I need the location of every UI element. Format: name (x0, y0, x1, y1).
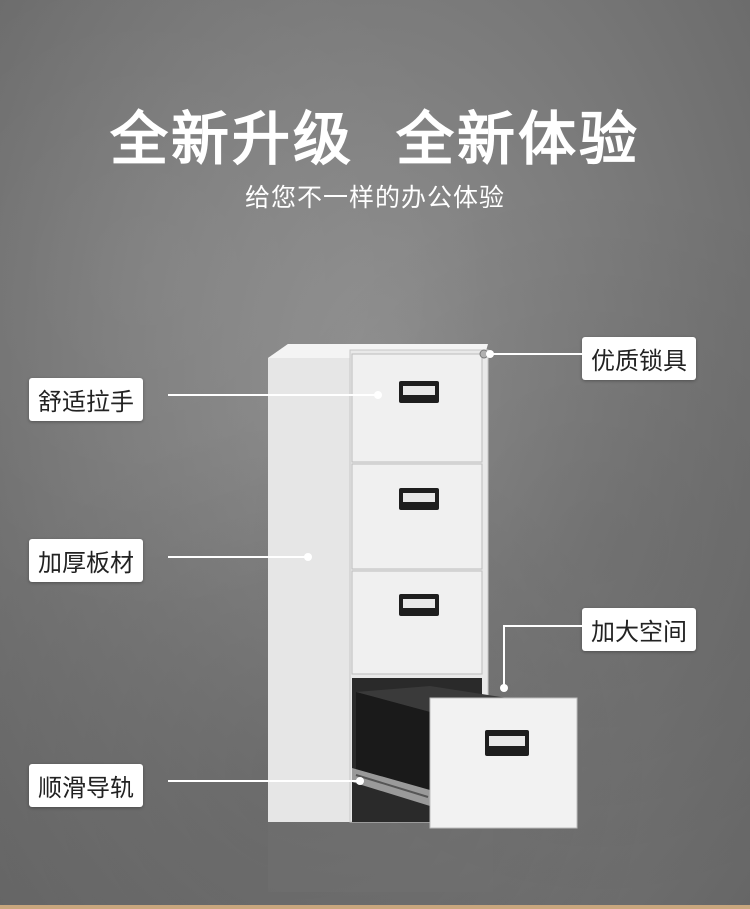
callout-large-space: 加大空间 (582, 608, 696, 651)
callout-line-rail (168, 780, 360, 782)
callout-dot-space (500, 684, 508, 692)
callout-comfort-handle: 舒适拉手 (29, 378, 143, 421)
callout-line-board (168, 556, 308, 558)
callout-thick-board: 加厚板材 (29, 539, 143, 582)
callout-quality-lock: 优质锁具 (582, 337, 696, 380)
open-drawer-front (429, 697, 578, 829)
headline-part2: 全新体验 (396, 105, 641, 173)
callout-dot-lock (486, 350, 494, 358)
handle-4-inner (489, 736, 525, 746)
slide-rail (352, 768, 430, 806)
callout-line-space-h (503, 625, 582, 627)
headline: 全新升级全新体验 (0, 92, 750, 176)
drawer-inner-side (356, 692, 430, 800)
cabinet-side-face (268, 358, 350, 822)
handle-3-inner (403, 599, 435, 608)
callout-smooth-rail: 顺滑导轨 (29, 764, 143, 807)
callout-line-lock (490, 353, 582, 355)
subline: 给您不一样的办公体验 (244, 183, 505, 212)
callout-dot-handle (374, 391, 382, 399)
bottom-accent-bar (0, 905, 750, 909)
callout-dot-board (304, 553, 312, 561)
drawer-3 (351, 570, 483, 675)
headline-part1: 全新升级 (109, 105, 354, 173)
handle-2-inner (403, 493, 435, 502)
callout-dot-rail (356, 777, 364, 785)
handle-1-inner (403, 386, 435, 395)
floor-reflection (268, 822, 493, 892)
callout-line-space-v (503, 625, 505, 687)
drawer-2 (351, 463, 483, 570)
drawer-1 (351, 353, 483, 463)
callout-line-handle (168, 394, 378, 396)
